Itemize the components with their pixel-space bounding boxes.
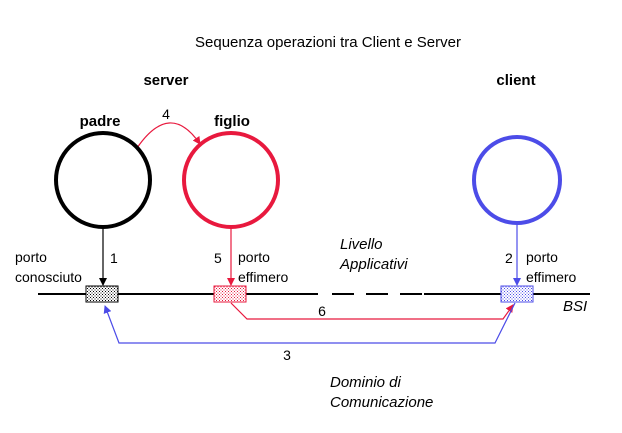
padre-process-circle [54, 131, 152, 229]
server-heading: server [143, 72, 188, 89]
client-process-circle [472, 135, 562, 225]
figlio-label: figlio [214, 113, 250, 130]
step5-label: 5 [214, 250, 222, 266]
figlio-port-label-line1: porto [238, 249, 270, 265]
step3-arrow [103, 302, 516, 344]
figlio-process-circle [182, 131, 280, 229]
figlio-port-box [213, 285, 247, 303]
padre-port-label-line1: porto [15, 249, 47, 265]
domain-label-line2: Comunicazione [330, 394, 433, 411]
step1-label: 1 [110, 250, 118, 266]
domain-label-line1: Dominio di [330, 374, 402, 391]
padre-label: padre [80, 113, 121, 130]
client-port-box [500, 285, 534, 303]
step4-label: 4 [162, 106, 170, 122]
bsi-label: BSI [563, 298, 587, 315]
client-port-label-line1: porto [526, 249, 558, 265]
padre-port-box [85, 285, 119, 303]
client-port-label-line2: effimero [526, 269, 577, 285]
step2-label: 2 [505, 250, 513, 266]
step6-label: 6 [318, 303, 326, 319]
app-level-label-line2: Applicativi [339, 256, 408, 273]
padre-port-label-line2: conosciuto [15, 269, 82, 285]
client-heading: client [496, 72, 535, 89]
step6-arrow [230, 302, 514, 320]
step3-label: 3 [283, 347, 291, 363]
figlio-port-label-line2: effimero [238, 269, 289, 285]
step4-arrow [136, 122, 201, 149]
app-level-label-line1: Livello [340, 236, 383, 253]
diagram-title: Sequenza operazioni tra Client e Server [195, 34, 461, 51]
